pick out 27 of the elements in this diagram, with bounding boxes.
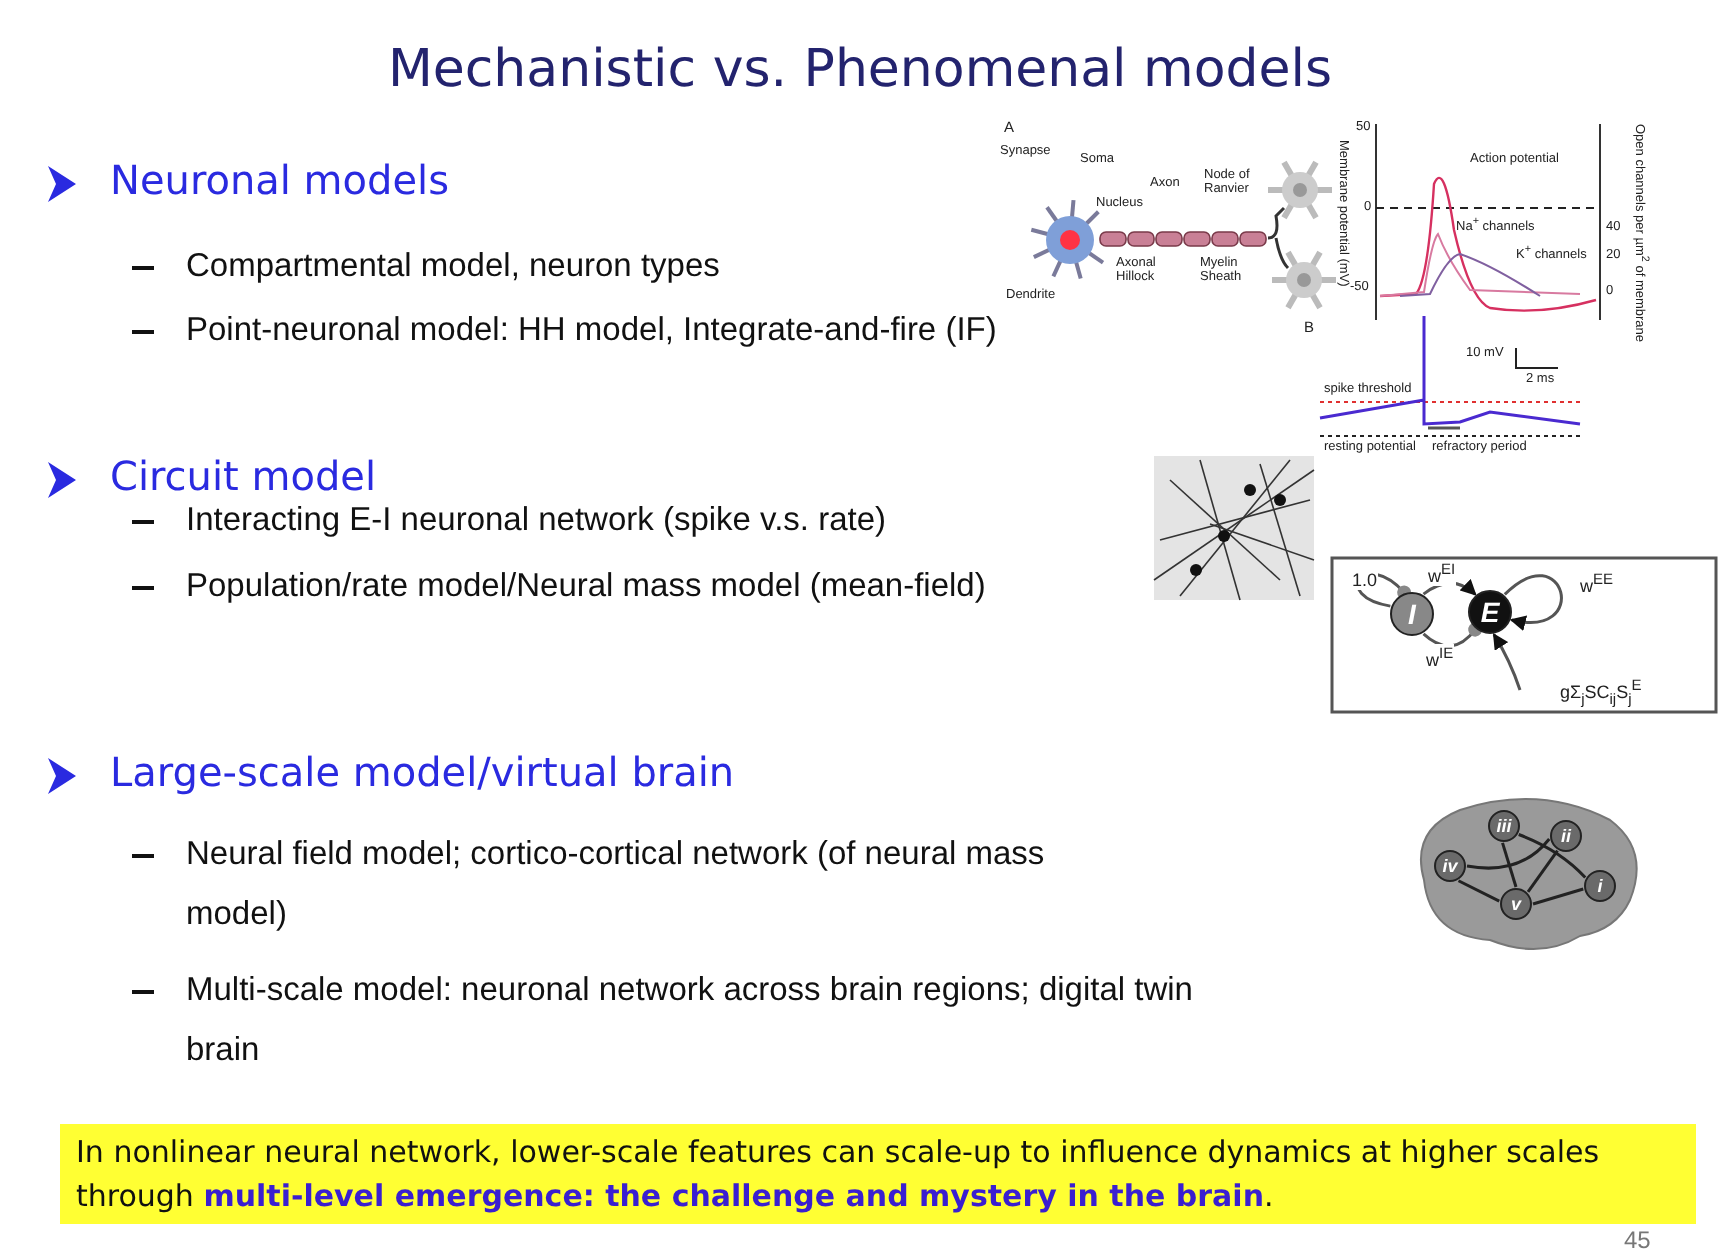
bullet-item: Neural field model; cortico-cortical network (of neural mass model) [186,834,1047,936]
edge-label: w$^{IE}$ [1426,644,1454,670]
connector [1518,833,1587,879]
bullet-item: Point-neuronal model: HH model, Integrate-and-fire (IF) [186,310,999,352]
connector [1492,632,1522,691]
connector [1501,842,1518,888]
connector [1503,574,1563,630]
connector [1422,622,1483,648]
edge-label: w$^{EE}$ [1580,570,1614,596]
slide-title: Mechanistic vs. Phenomenal models [385,40,1335,100]
population-circle: I [1390,592,1434,636]
bullet-heading: Neuronal models [110,156,450,204]
connector [1457,879,1500,903]
bullet-heading: Large-scale model/virtual brain [110,748,735,796]
connector [1526,849,1559,893]
bullet-heading: Circuit model [110,452,377,500]
edge-label: 1.0 [1352,570,1378,590]
bullet-item: Population/rate model/Neural mass model (mean-field) [186,566,988,608]
connector [1422,579,1477,596]
bullet-item: Multi-scale model: neuronal network across brain regions; digital twin brain [186,970,1195,1072]
connector [1532,887,1584,906]
page-number: 45 [1624,1226,1651,1254]
edge-label: w$^{EI}$ [1428,560,1456,586]
highlight-note: In nonlinear neural network, lower-scale features can scale-up to influence dynamics at higher scales through multi-level emergence: the challenge and mystery in the brain. [60,1124,1696,1224]
population-circle: E [1468,590,1512,634]
bullet-item: Interacting E-I neuronal network (spike v.s. rate) [186,500,889,542]
connector [1466,837,1551,870]
